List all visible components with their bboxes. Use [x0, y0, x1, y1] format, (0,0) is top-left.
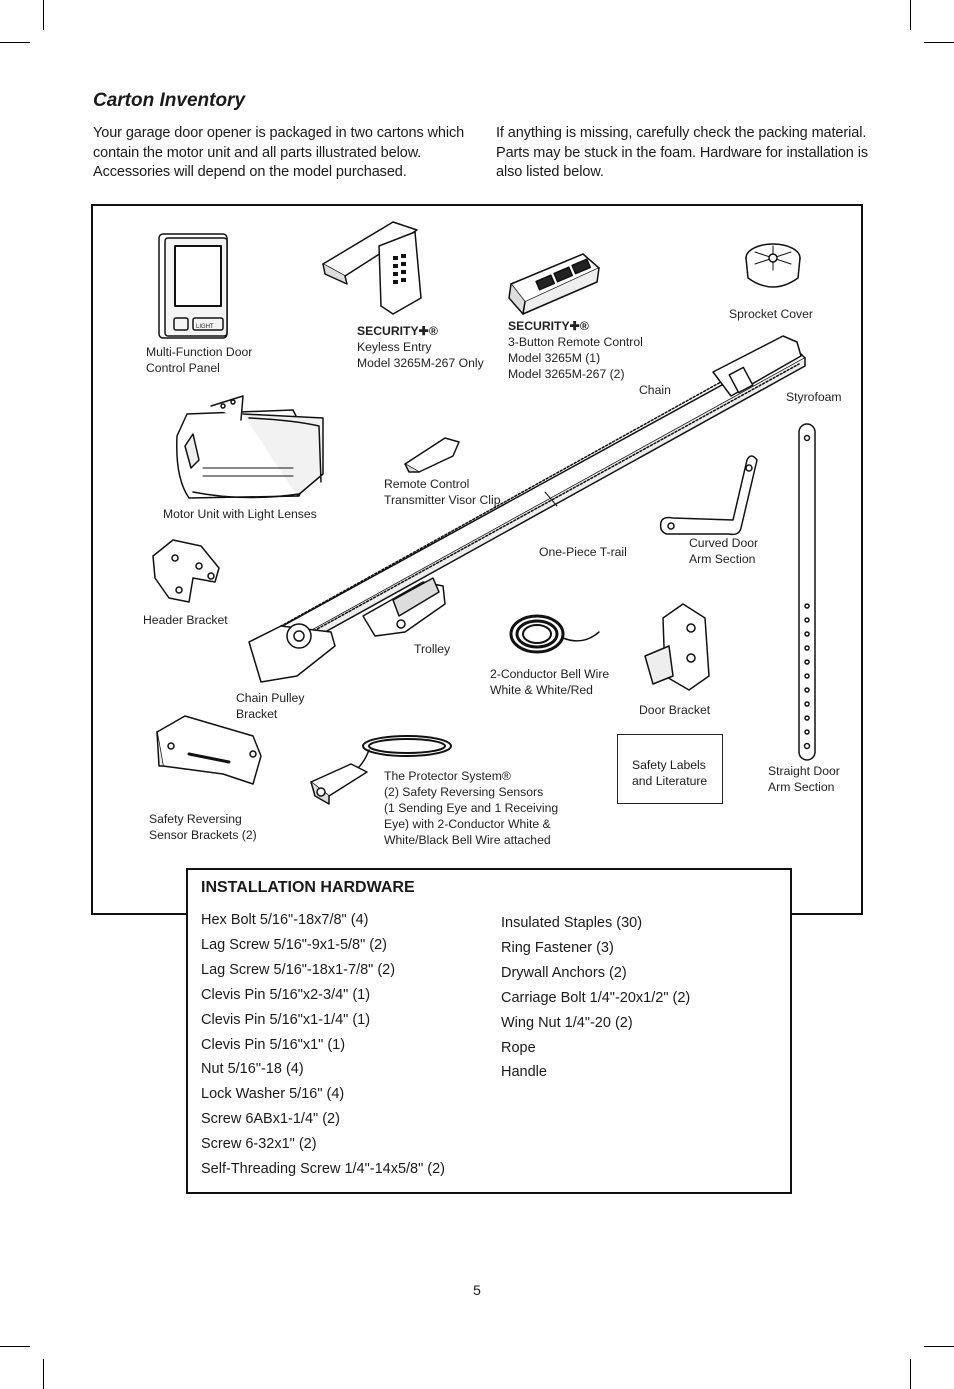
page-title: Carton Inventory — [93, 90, 246, 111]
hardware-list-right: Insulated Staples (30) Ring Fastener (3)… — [501, 911, 690, 1085]
safety-labels-text: Safety Labels and Literature — [632, 758, 708, 788]
list-item: Lag Screw 5/16"-18x1-7/8" (2) — [201, 961, 396, 978]
list-item: Hex Bolt 5/16"-18x7/8" (4) — [201, 912, 369, 928]
label-visor-clip: Remote Control Transmitter Visor Clip — [384, 477, 501, 507]
hardware-heading: INSTALLATION HARDWARE — [201, 879, 415, 896]
crop-mark — [910, 1359, 911, 1389]
label-styrofoam: Styrofoam — [786, 390, 842, 404]
list-item: Lock Washer 5/16" (4) — [201, 1086, 345, 1103]
intro-right: If anything is missing, carefully check … — [496, 125, 868, 180]
label-trolley: Trolley — [414, 642, 451, 656]
label-keyless-brand: SECURITY✚® — [357, 324, 438, 338]
styrofoam-icon — [712, 335, 802, 397]
list-item: Clevis Pin 5/16"x1" (1) — [201, 1036, 346, 1053]
list-item: Clevis Pin 5/16"x2-3/4" (1) — [201, 986, 371, 1003]
list-item: Self-Threading Screw 1/4"-14x5/8" (2) — [201, 1161, 446, 1178]
installation-hardware-box: INSTALLATION HARDWARE Hex Bolt 5/16"-18x… — [186, 868, 792, 1194]
label-curved-arm: Curved Door Arm Section — [689, 536, 759, 566]
list-item: Screw 6ABx1-1/4" (2) — [201, 1111, 340, 1128]
list-item: Drywall Anchors (2) — [501, 964, 627, 981]
label-t-rail: One-Piece T-rail — [539, 545, 627, 559]
label-protector-body: (2) Safety Reversing Sensors (1 Sending … — [384, 785, 559, 847]
safety-labels-box: Safety Labels and Literature — [617, 734, 723, 804]
label-remote-brand: SECURITY✚® — [508, 319, 589, 333]
label-door-bracket: Door Bracket — [639, 703, 711, 717]
svg-text:LIGHT: LIGHT — [196, 324, 214, 330]
t-rail-icon — [256, 341, 806, 663]
label-header-bracket: Header Bracket — [143, 613, 228, 627]
crop-mark — [0, 42, 30, 43]
straight-door-arm-icon — [798, 423, 816, 761]
list-item: Lag Screw 5/16"-9x1-5/8" (2) — [201, 936, 387, 953]
chain-pulley-bracket-icon — [248, 623, 336, 683]
sensor-brackets-icon — [156, 715, 262, 785]
sprocket-cover-icon — [745, 243, 801, 288]
crop-mark — [43, 1359, 44, 1389]
intro-left: Your garage door opener is packaged in t… — [93, 125, 465, 180]
parts-illustration: LIGHT — [152, 221, 816, 805]
crop-mark — [924, 1346, 954, 1347]
protector-system-icon — [310, 735, 452, 805]
curved-door-arm-icon — [659, 455, 758, 536]
header-bracket-icon — [152, 539, 220, 603]
list-item: Ring Fastener (3) — [501, 939, 614, 956]
list-item: Nut 5/16"-18 (4) — [201, 1061, 304, 1078]
label-straight-arm: Straight Door Arm Section — [768, 764, 840, 794]
carton-inventory-figure: LIGHT — [91, 204, 863, 915]
label-protector-title: The Protector System® — [384, 769, 511, 783]
label-keyless-entry: Keyless Entry Model 3265M-267 Only — [357, 340, 484, 370]
crop-mark — [43, 0, 44, 30]
list-item: Insulated Staples (30) — [501, 915, 643, 931]
label-chain-pulley: Chain Pulley Bracket — [236, 691, 305, 721]
remote-control-icon — [508, 253, 600, 315]
label-remote-control: 3-Button Remote Control Model 3265M (1) … — [508, 335, 643, 381]
list-item: Carriage Bolt 1/4"-20x1/2" (2) — [501, 989, 691, 1006]
page-number: 5 — [473, 1282, 481, 1298]
label-sprocket-cover: Sprocket Cover — [729, 307, 813, 321]
list-item: Wing Nut 1/4"-20 (2) — [501, 1014, 633, 1031]
visor-clip-icon — [404, 437, 460, 473]
motor-unit-icon — [176, 395, 324, 499]
list-item: Clevis Pin 5/16"x1-1/4" (1) — [201, 1011, 371, 1028]
keyless-entry-icon — [322, 221, 422, 315]
crop-mark — [910, 0, 911, 30]
crop-mark — [0, 1346, 30, 1347]
list-item: Rope — [501, 1039, 536, 1056]
label-control-panel: Multi-Function Door Control Panel — [146, 345, 253, 375]
trolley-icon — [362, 577, 446, 637]
control-panel-icon: LIGHT — [158, 233, 228, 339]
list-item: Screw 6-32x1" (2) — [201, 1136, 317, 1153]
bell-wire-icon — [509, 614, 600, 654]
label-chain: Chain — [639, 383, 671, 397]
label-bell-wire: 2-Conductor Bell Wire White & White/Red — [490, 667, 610, 697]
list-item: Handle — [501, 1064, 547, 1081]
label-sensor-brackets: Safety Reversing Sensor Brackets (2) — [149, 812, 257, 842]
door-bracket-icon — [644, 603, 710, 691]
label-motor-unit: Motor Unit with Light Lenses — [163, 507, 317, 521]
hardware-list-left: Hex Bolt 5/16"-18x7/8" (4) Lag Screw 5/1… — [201, 908, 445, 1182]
crop-mark — [924, 42, 954, 43]
